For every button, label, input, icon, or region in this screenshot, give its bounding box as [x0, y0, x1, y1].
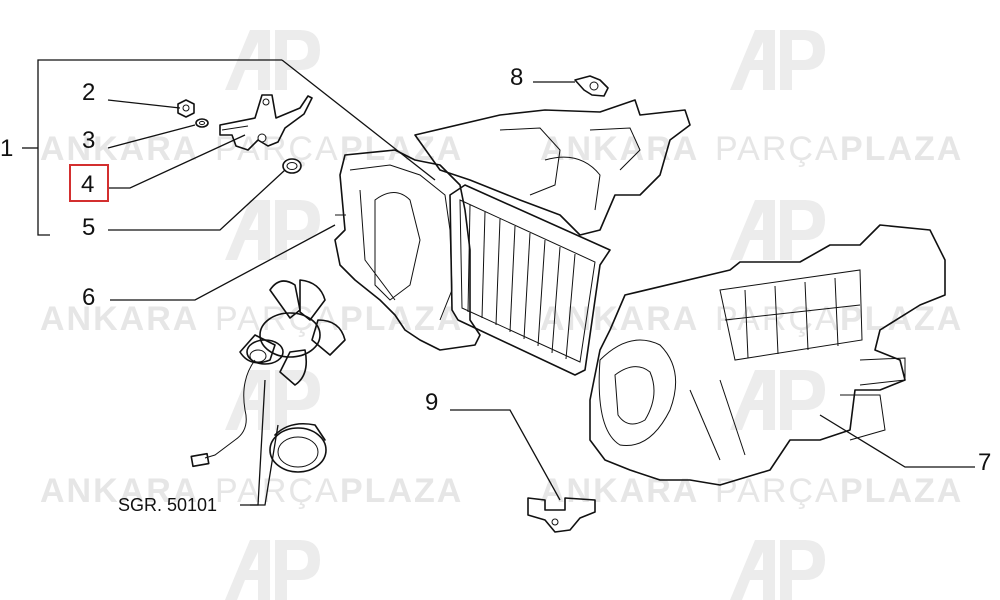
watermark-word-ankara: ANKARA — [540, 472, 699, 510]
watermark-word-ankara: ANKARA — [40, 300, 199, 338]
watermark-word-plaza: PLAZA — [840, 300, 963, 338]
part-radiator-core — [449, 184, 611, 376]
callout-1[interactable]: 1 — [0, 135, 13, 162]
part-clip — [574, 75, 609, 97]
watermark-word-parca: PARÇA — [215, 300, 340, 338]
callout-7[interactable]: 7 — [978, 449, 991, 476]
part-motor-cover — [269, 422, 327, 473]
callouts: 1 2 3 4 5 6 7 8 9 SGR. 50101 — [0, 64, 991, 515]
watermark-word-plaza: PLAZA — [340, 300, 463, 338]
callout-5[interactable]: 5 — [82, 214, 95, 241]
watermark-word-ankara: ANKARA — [40, 130, 199, 168]
group-reference-label[interactable]: SGR. 50101 — [118, 495, 217, 515]
watermark-word-parca: PARÇA — [215, 130, 340, 168]
callout-8[interactable]: 8 — [510, 64, 523, 91]
callout-9[interactable]: 9 — [425, 389, 438, 416]
part-distribution-housing — [589, 224, 946, 486]
callout-6[interactable]: 6 — [82, 284, 95, 311]
watermark-row-3: ANKARA PARÇA PLAZA ANKARA PARÇA PLAZA — [40, 472, 963, 510]
watermark-row-2: ANKARA PARÇA PLAZA ANKARA PARÇA PLAZA — [40, 300, 963, 338]
part-washer — [195, 118, 209, 128]
highlight-box — [69, 164, 109, 202]
part-blower-fan — [190, 279, 346, 468]
callout-3[interactable]: 3 — [82, 127, 95, 154]
watermark-word-parca: PARÇA — [215, 472, 340, 510]
part-upper-duct — [414, 99, 691, 236]
part-o-ring — [282, 158, 302, 174]
watermark-word-ankara: ANKARA — [540, 130, 699, 168]
leader-lines — [50, 59, 975, 506]
part-lever-bracket — [219, 94, 313, 151]
watermark-word-plaza: PLAZA — [340, 130, 463, 168]
part-nut — [177, 99, 195, 118]
watermark-logos — [225, 30, 825, 600]
watermark-word-ankara: ANKARA — [540, 300, 699, 338]
watermark-word-parca: PARÇA — [715, 130, 840, 168]
callout-4[interactable]: 4 — [81, 171, 94, 198]
group-bracket — [22, 59, 50, 236]
watermark-word-parca: PARÇA — [715, 472, 840, 510]
watermark-row-1: ANKARA PARÇA PLAZA ANKARA PARÇA PLAZA — [40, 130, 963, 168]
watermark-word-plaza: PLAZA — [340, 472, 463, 510]
watermark-word-plaza: PLAZA — [840, 130, 963, 168]
callout-2[interactable]: 2 — [82, 79, 95, 106]
watermark-word-ankara: ANKARA — [40, 472, 199, 510]
watermark-word-plaza: PLAZA — [840, 472, 963, 510]
part-mounting-bracket — [527, 497, 596, 533]
